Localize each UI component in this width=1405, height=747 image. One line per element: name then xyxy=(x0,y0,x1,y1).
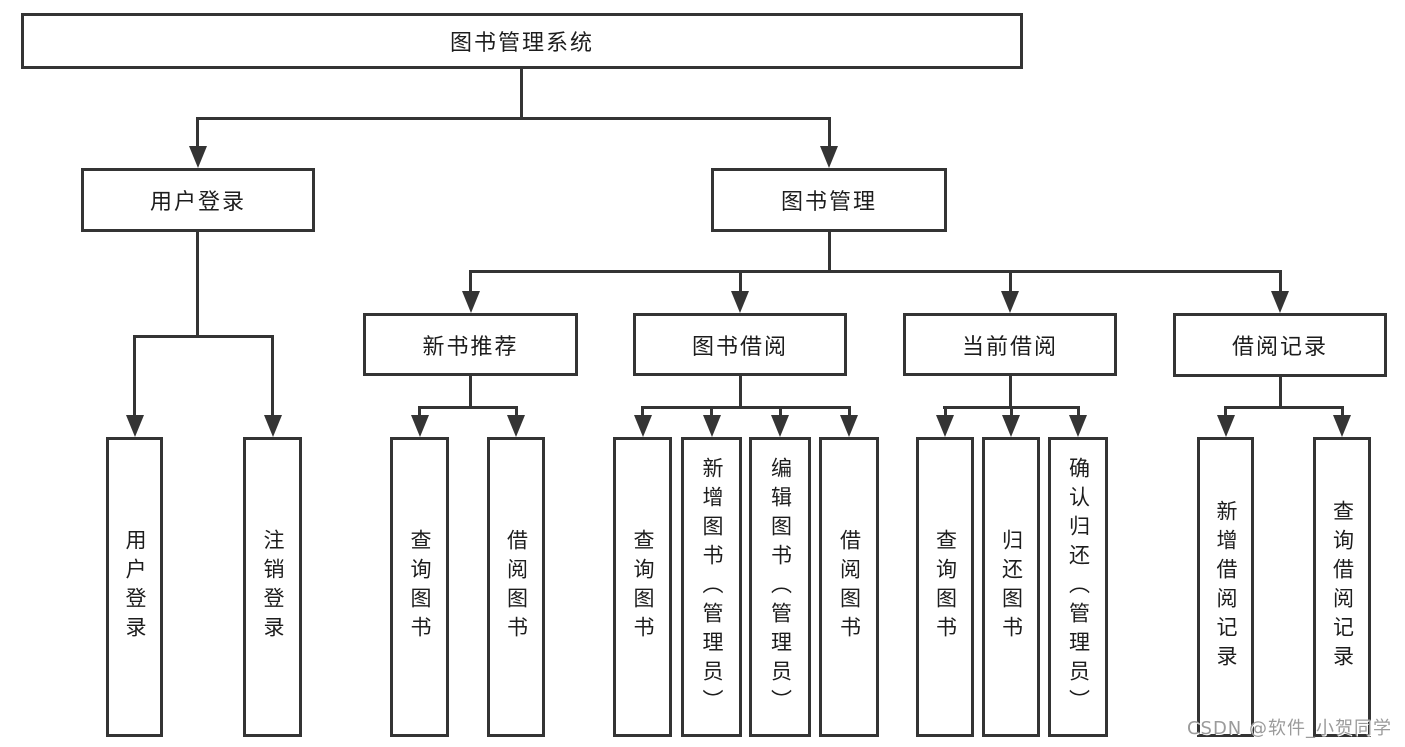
arrow-down-icon xyxy=(840,415,858,437)
node-borrowing-records: 借阅记录 xyxy=(1173,313,1387,377)
arrow-down-icon xyxy=(634,415,652,437)
leaf-query-books: 查询图书 xyxy=(390,437,449,737)
connector-group-rail xyxy=(418,406,518,409)
connector-group-rail xyxy=(1224,406,1343,409)
connector-drop-leaf xyxy=(944,406,947,419)
node-current-borrowing: 当前借阅 xyxy=(903,313,1117,376)
connector-drop-user-login xyxy=(196,117,199,150)
connector-drop-level3 xyxy=(1009,270,1012,295)
arrow-down-icon xyxy=(1069,415,1087,437)
arrow-down-icon xyxy=(771,415,789,437)
connector-drop-book-management xyxy=(828,117,831,150)
leaf-confirm-return-admin: 确认归还（管理员） xyxy=(1048,437,1108,737)
connector-drop-leaf xyxy=(1224,406,1227,419)
connector-user-login-rail xyxy=(133,335,274,338)
leaf-borrow-books: 借阅图书 xyxy=(819,437,879,737)
connector-root-rail xyxy=(197,117,831,120)
node-book-borrowing: 图书借阅 xyxy=(633,313,847,376)
csdn-watermark: CSDN @软件_小贺同学 xyxy=(1186,718,1392,739)
arrow-down-icon xyxy=(411,415,429,437)
connector-book-management-trunk xyxy=(828,232,831,273)
arrow-down-icon xyxy=(820,146,838,168)
arrow-down-icon xyxy=(1217,415,1235,437)
leaf-add-book-admin: 新增图书（管理员） xyxy=(681,437,742,737)
connector-drop-leaf xyxy=(1077,406,1080,419)
connector-drop-leaf xyxy=(710,406,713,419)
connector-book-management-rail xyxy=(469,270,1282,273)
leaf-edit-book-admin: 编辑图书（管理员） xyxy=(749,437,811,737)
arrow-down-icon xyxy=(126,415,144,437)
leaf-return-books: 归还图书 xyxy=(982,437,1040,737)
node-library-management-system: 图书管理系统 xyxy=(21,13,1023,69)
arrow-down-icon xyxy=(1002,415,1020,437)
connector-group-trunk xyxy=(1279,376,1282,409)
leaf-add-borrow-record: 新增借阅记录 xyxy=(1197,437,1254,737)
leaf-query-books: 查询图书 xyxy=(916,437,974,737)
arrow-down-icon xyxy=(731,291,749,313)
node-book-management: 图书管理 xyxy=(711,168,947,232)
connector-drop-leaf xyxy=(1341,406,1344,419)
connector-drop-leaf xyxy=(848,406,851,419)
arrow-down-icon xyxy=(462,291,480,313)
connector-root-trunk xyxy=(520,69,523,120)
connector-drop-leaf xyxy=(1010,406,1013,419)
leaf-query-borrow-record: 查询借阅记录 xyxy=(1313,437,1371,737)
leaf-logout: 注销登录 xyxy=(243,437,302,737)
connector-drop-level3 xyxy=(1279,270,1282,295)
arrow-down-icon xyxy=(1271,291,1289,313)
arrow-down-icon xyxy=(507,415,525,437)
connector-drop-leaf xyxy=(271,335,274,419)
connector-drop-level3 xyxy=(469,270,472,295)
connector-drop-leaf xyxy=(418,406,421,419)
arrow-down-icon xyxy=(936,415,954,437)
connector-drop-leaf xyxy=(779,406,782,419)
node-new-book-recommendation: 新书推荐 xyxy=(363,313,578,376)
connector-group-rail xyxy=(641,406,850,409)
connector-drop-leaf xyxy=(133,335,136,419)
leaf-query-books: 查询图书 xyxy=(613,437,672,737)
arrow-down-icon xyxy=(1333,415,1351,437)
connector-group-trunk xyxy=(469,376,472,409)
connector-group-trunk xyxy=(739,376,742,409)
arrow-down-icon xyxy=(189,146,207,168)
connector-drop-leaf xyxy=(515,406,518,419)
leaf-user-login: 用户登录 xyxy=(106,437,163,737)
node-user-login: 用户登录 xyxy=(81,168,315,232)
arrow-down-icon xyxy=(1001,291,1019,313)
arrow-down-icon xyxy=(703,415,721,437)
connector-user-login-trunk xyxy=(196,232,199,335)
connector-group-trunk xyxy=(1009,376,1012,409)
connector-drop-level3 xyxy=(739,270,742,295)
leaf-borrow-books: 借阅图书 xyxy=(487,437,545,737)
arrow-down-icon xyxy=(264,415,282,437)
connector-drop-leaf xyxy=(641,406,644,419)
